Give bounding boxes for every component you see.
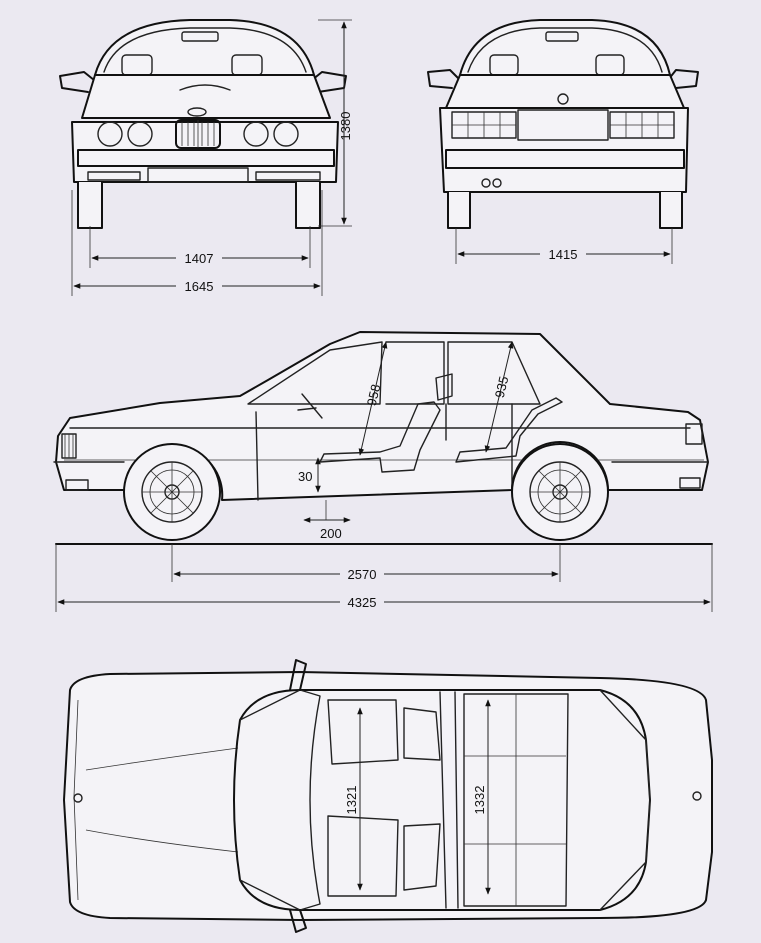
- front-shoulder-width-label: 1321: [344, 786, 359, 815]
- top-dimensions: 1321 1332: [344, 699, 491, 895]
- rear-view: [427, 19, 699, 229]
- rear-track-label: 1415: [549, 247, 578, 262]
- rear-dimensions: 1415: [455, 228, 673, 264]
- seat-height-label: 30: [298, 469, 312, 484]
- front-dimensions: 1380 1407 1645: [71, 19, 353, 296]
- overall-length-label: 4325: [348, 595, 377, 610]
- overall-height-label: 1380: [338, 112, 353, 141]
- top-view: [63, 659, 713, 933]
- length-dimensions: 2570 4325: [55, 544, 713, 612]
- front-track-label: 1407: [185, 251, 214, 266]
- wheelbase-label: 2570: [348, 567, 377, 582]
- seat-travel-label: 200: [320, 526, 342, 541]
- front-wheel: [123, 443, 221, 541]
- rear-headroom-label: 935: [492, 375, 511, 400]
- front-view: [59, 19, 347, 229]
- front-headroom-label: 958: [364, 383, 383, 408]
- side-view: [53, 331, 713, 545]
- rear-wheel: [511, 443, 609, 541]
- rear-shoulder-width-label: 1332: [472, 786, 487, 815]
- side-interior-dimensions: 958 935 30 200: [298, 341, 514, 541]
- overall-width-label: 1645: [185, 279, 214, 294]
